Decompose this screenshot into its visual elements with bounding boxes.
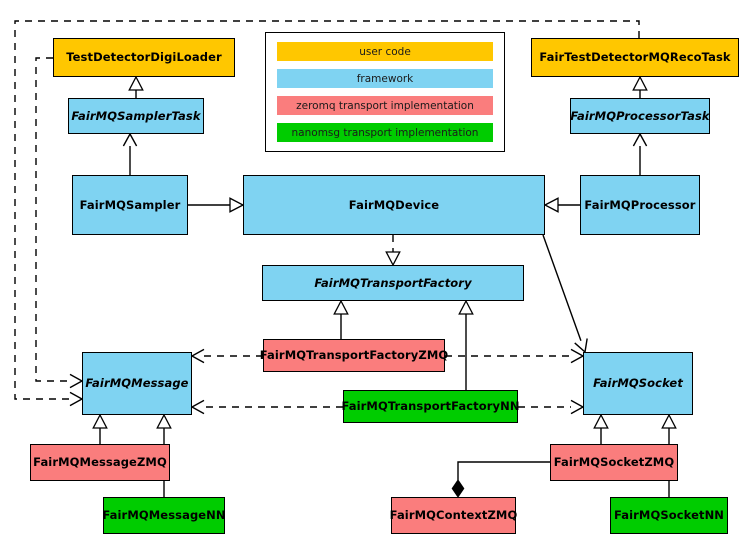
class-box-testdetectordigiloader[interactable]: TestDetectorDigiLoader xyxy=(53,38,235,77)
class-box-fairmqsamplertask[interactable]: FairMQSamplerTask xyxy=(68,98,204,134)
legend-item-zeromq: zeromq transport implementation xyxy=(277,96,493,115)
class-box-fairmqmessagenn[interactable]: FairMQMessageNN xyxy=(102,497,226,534)
edge-generalization-fairmqprocessor-to-fairmqdevice xyxy=(543,197,580,213)
class-box-fairmqtransportfactorynn[interactable]: FairMQTransportFactoryNN xyxy=(341,390,519,423)
edge-dependency-fairmqtransportfactorynn-to-fairmqmessage xyxy=(190,399,343,415)
class-box-fairmqsocket[interactable]: FairMQSocket xyxy=(583,352,693,415)
legend: user code framework zeromq transport imple… xyxy=(265,32,505,152)
legend-item-nanomsg: nanomsg transport implementation xyxy=(277,123,493,142)
edge-association-fairmqprocessor-to-fairmqprocessortask xyxy=(632,132,648,175)
edge-dependency-fairmqtransportfactorynn-to-fairmqsocket xyxy=(518,399,585,415)
edge-dependency-fairmqtransportfactoryzmq-to-fairmqmessage xyxy=(190,348,263,364)
class-box-fairmqmessagezmq[interactable]: FairMQMessageZMQ xyxy=(30,444,170,481)
class-box-fairmqsocketzmq[interactable]: FairMQSocketZMQ xyxy=(550,444,678,481)
class-box-fairmqdevice[interactable]: FairMQDevice xyxy=(243,175,545,235)
legend-item-framework: framework xyxy=(277,69,493,88)
edge-generalization-fairmqsampler-to-fairmqdevice xyxy=(188,197,245,213)
class-box-fairmqsocketnn[interactable]: FairMQSocketNN xyxy=(610,497,728,534)
class-box-fairmqprocessortask[interactable]: FairMQProcessorTask xyxy=(570,98,710,134)
class-box-fairmqprocessor[interactable]: FairMQProcessor xyxy=(580,175,700,235)
class-box-fairmqsampler[interactable]: FairMQSampler xyxy=(72,175,188,235)
edge-generalization-fairmqmessagezmq-to-fairmqmessage xyxy=(92,413,108,444)
legend-item-user-code: user code xyxy=(277,42,493,61)
edge-generalization-fairmqsocketzmq-to-fairmqsocket xyxy=(593,413,609,444)
edge-generalization-fairmqtransportfactorynn-to-fairmqtransportfactory xyxy=(458,299,474,390)
class-box-fairmqmessage[interactable]: FairMQMessage xyxy=(82,352,192,415)
edge-dependency-fairmqdevice-to-fairmqtransportfactory xyxy=(385,235,401,267)
edge-generalization-fairmqsamplertask-to-testdetectordigiloader xyxy=(128,75,144,98)
class-box-fairtestdetectormqrecotask[interactable]: FairTestDetectorMQRecoTask xyxy=(531,38,739,77)
edge-association-fairmqsampler-to-fairmqsamplertask xyxy=(122,132,138,175)
edge-composition-fairmqsocketzmq-to-fairmqcontextzmq xyxy=(451,461,550,498)
edge-generalization-fairmqtransportfactoryzmq-to-fairmqtransportfactory xyxy=(333,299,349,339)
class-box-fairmqtransportfactory[interactable]: FairMQTransportFactory xyxy=(262,265,524,301)
edge-association-fairmqdevice-to-fairmqsocket xyxy=(542,234,588,354)
edge-generalization-fairmqprocessortask-to-fairtestdetectormqrecotask xyxy=(632,75,648,98)
class-box-fairmqtransportfactoryzmq[interactable]: FairMQTransportFactoryZMQ xyxy=(260,339,448,372)
class-box-fairmqcontextzmq[interactable]: FairMQContextZMQ xyxy=(390,497,517,534)
